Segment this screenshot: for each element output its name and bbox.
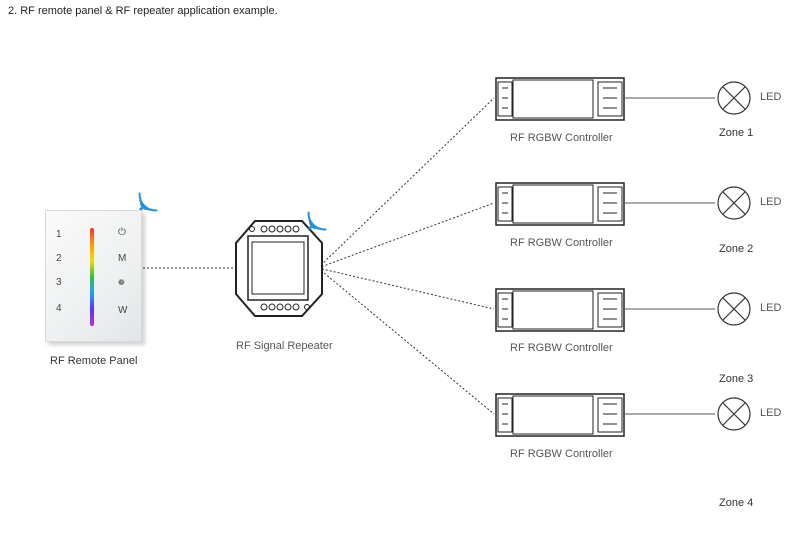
panel-key-4: 4	[56, 303, 62, 314]
led-label: LED	[760, 302, 782, 314]
controller-label: RF RGBW Controller	[510, 237, 613, 249]
controller-device	[495, 393, 625, 437]
led-label: LED	[760, 196, 782, 208]
zone-label: Zone 1	[719, 127, 754, 139]
zone-label: Zone 3	[719, 373, 754, 385]
zone-label: Zone 4	[719, 497, 754, 509]
lamp-icon	[717, 397, 751, 431]
color-wheel-strip	[90, 228, 94, 326]
controller-device	[495, 77, 625, 121]
led-label: LED	[760, 407, 782, 419]
controller-device	[495, 182, 625, 226]
rf-remote-panel: 1 2 3 4 ⏻ M ❁ W	[45, 210, 142, 342]
wifi-icon	[138, 192, 158, 212]
panel-key-3: 3	[56, 277, 62, 288]
repeater-label: RF Signal Repeater	[236, 340, 333, 352]
power-icon: ⏻	[118, 227, 126, 238]
speed-icon: ❁	[118, 278, 125, 287]
link-repeater-controller-4	[317, 267, 495, 415]
controller-label: RF RGBW Controller	[510, 448, 613, 460]
controller-label: RF RGBW Controller	[510, 342, 613, 354]
link-repeater-controller-1	[317, 97, 495, 269]
wifi-icon	[307, 211, 327, 231]
led-label: LED	[760, 91, 782, 103]
link-repeater-controller-3	[317, 267, 495, 310]
zone-label: Zone 2	[719, 243, 754, 255]
lamp-icon	[717, 292, 751, 326]
panel-key-1: 1	[56, 229, 62, 240]
panel-key-2: 2	[56, 253, 62, 264]
panel-key-m: M	[118, 253, 127, 264]
page-title: 2. RF remote panel & RF repeater applica…	[8, 5, 278, 17]
panel-key-w: W	[118, 305, 128, 316]
lamp-icon	[717, 186, 751, 220]
lamp-icon	[717, 81, 751, 115]
link-repeater-controller-2	[317, 202, 495, 269]
repeater-device	[235, 220, 323, 317]
controller-device	[495, 288, 625, 332]
controller-label: RF RGBW Controller	[510, 132, 613, 144]
remote-panel-label: RF Remote Panel	[50, 355, 138, 367]
